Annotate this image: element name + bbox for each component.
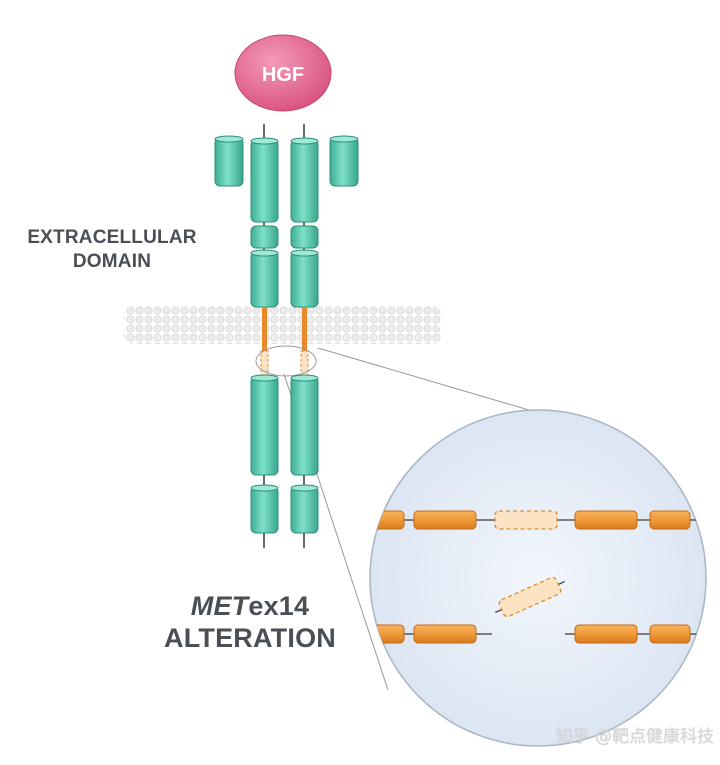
kinase-domain xyxy=(290,376,319,476)
receptor-domain xyxy=(250,139,279,223)
extracellular-domain-label: EXTRACELLULAR DOMAIN xyxy=(12,226,212,274)
alteration-label-line2: ALTERATION xyxy=(164,623,336,653)
receptor-domain xyxy=(214,137,244,187)
exon-14-dashed xyxy=(494,510,558,530)
receptor-domain xyxy=(290,225,319,249)
extracellular-label-line2: DOMAIN xyxy=(72,251,152,272)
extracellular-label-line1: EXTRACELLULAR xyxy=(27,227,197,248)
watermark: 知乎 @靶点健康科技 xyxy=(555,727,714,747)
transmembrane-segment xyxy=(262,307,267,351)
cell-membrane xyxy=(124,306,442,344)
c-terminal-domain xyxy=(290,486,319,534)
zoom-region-marker xyxy=(255,345,317,377)
receptor-domain xyxy=(329,137,359,187)
skipped-exon-14 xyxy=(498,576,562,618)
metex14-alteration-label: METex14 ALTERATION xyxy=(150,590,350,654)
receptor-domain xyxy=(290,251,319,308)
receptor-domain xyxy=(250,251,279,308)
exon-skipping-inset xyxy=(369,409,707,747)
exon-15 xyxy=(574,624,638,644)
alteration-label-line1: METex14 xyxy=(150,590,350,622)
exon-16 xyxy=(649,510,691,530)
alteration-gene: MET xyxy=(190,591,249,621)
exon-13 xyxy=(413,510,477,530)
exon-15 xyxy=(574,510,638,530)
exon-13 xyxy=(371,510,405,530)
alteration-suffix: ex14 xyxy=(248,591,310,621)
transmembrane-segment xyxy=(302,307,307,351)
kinase-domain xyxy=(250,376,279,476)
hgf-ligand: HGF xyxy=(234,34,332,112)
receptor-domain xyxy=(290,139,319,223)
c-terminal-domain xyxy=(250,486,279,534)
met-receptor xyxy=(214,124,359,548)
hgf-label: HGF xyxy=(262,64,304,86)
receptor-domain xyxy=(250,225,279,249)
exon-16 xyxy=(649,624,691,644)
exon-13 xyxy=(413,624,477,644)
